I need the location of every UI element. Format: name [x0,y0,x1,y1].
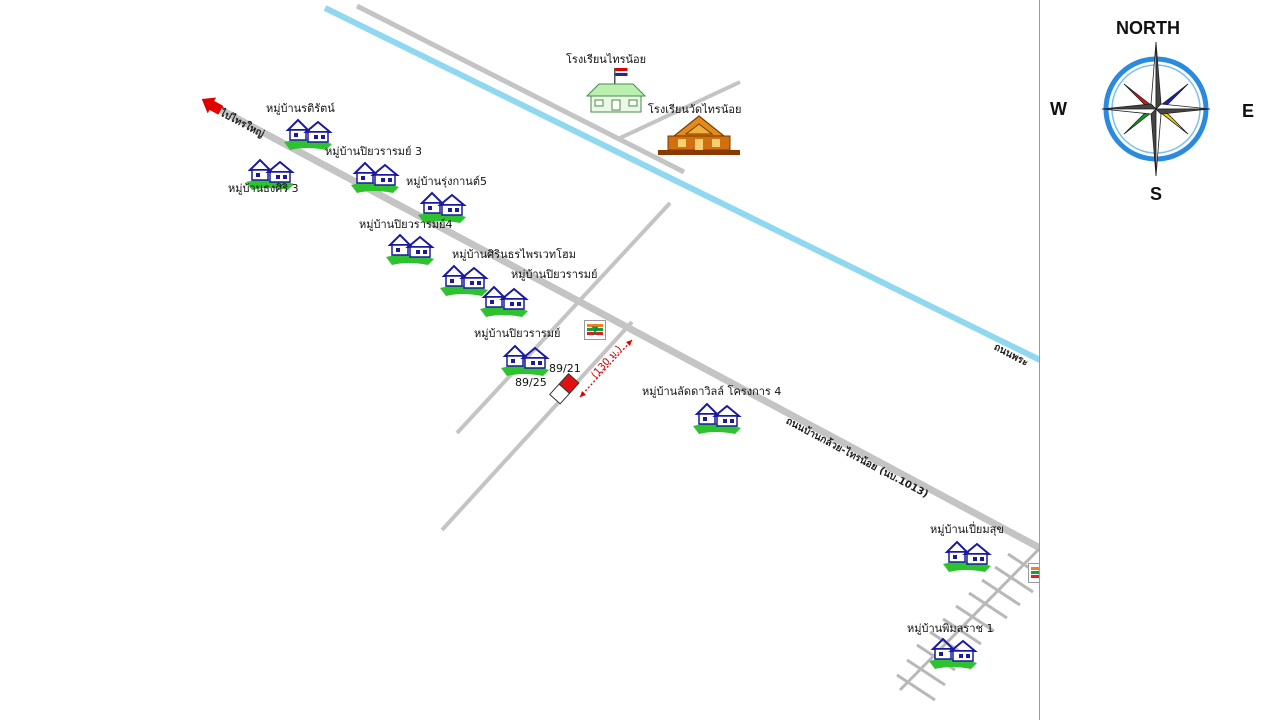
house-icon [480,285,529,317]
village-label-2: หมู่บ้านธงศิริ 3 [228,182,299,195]
svg-text:7: 7 [592,324,599,338]
village-label-10: หมู่บ้านเปี่ยมสุข [930,523,1004,536]
school-1-label: โรงเรียนไทรน้อย [566,53,647,66]
house-icon [386,233,435,265]
house-icon [440,264,489,296]
compass-south-label: S [1150,184,1163,204]
house-icon [418,191,467,223]
compass-north-label: NORTH [1116,18,1180,38]
compass-panel: NORTH S E W [1040,0,1280,220]
house-icon [929,637,978,669]
house-icon [693,402,742,434]
compass-rose-icon [1101,41,1211,177]
map-area: โรงเรียนไทรน้อย โรงเรียนวัดไทรน้อย หมู่บ… [201,3,1040,702]
temple-icon [658,115,740,155]
plot-label-89-25: 89/25 [515,376,547,389]
house-icon [501,344,550,376]
village-label-6: หมู่บ้านศิรินธรไพรเวทโฮม [452,248,576,261]
village-label-8: หมู่บ้านปิยวรารมย์ [474,327,561,340]
house-icon [246,158,295,190]
railway-line [898,546,1040,692]
village-label-7: หมู่บ้านปิยวรารมย์ [511,268,598,281]
main-road [208,100,1040,552]
red-arrow-icon [201,97,224,115]
school-access-road [619,80,741,140]
village-label-5: หมู่บ้านปิยวรารมย์4 [359,218,453,231]
village-label-9: หมู่บ้านลัดดาวิลล์ โครงการ 4 [642,385,782,398]
side-road-2 [440,320,634,532]
plot-markers [549,372,580,405]
compass-east-label: E [1242,101,1255,121]
house-icon [351,161,400,193]
seven-eleven-icon: 7 [584,320,606,340]
house-icon [284,118,333,150]
canal-line [323,5,1040,363]
village-label-3: หมู่บ้านปิยวรารมย์ 3 [325,145,422,158]
village-label-1: หมู่บ้านรติรัตน์ [266,102,335,115]
plot-89-21 [558,372,580,395]
seven-eleven-icon [1028,563,1040,583]
plot-label-89-21: 89/21 [549,362,581,375]
school-icon [585,68,647,113]
side-road-1 [455,201,672,435]
distance-indicator [579,339,633,398]
village-label-4: หมู่บ้านรุ่งกานต์5 [406,175,487,188]
panel-divider [1039,0,1040,720]
canal-side-road [355,3,686,175]
road-network [201,3,1040,702]
village-label-11: หมู่บ้านพิมลราช 1 [907,622,994,635]
house-icon [943,540,992,572]
school-2-label: โรงเรียนวัดไทรน้อย [648,103,742,116]
compass-west-label: W [1050,99,1067,119]
